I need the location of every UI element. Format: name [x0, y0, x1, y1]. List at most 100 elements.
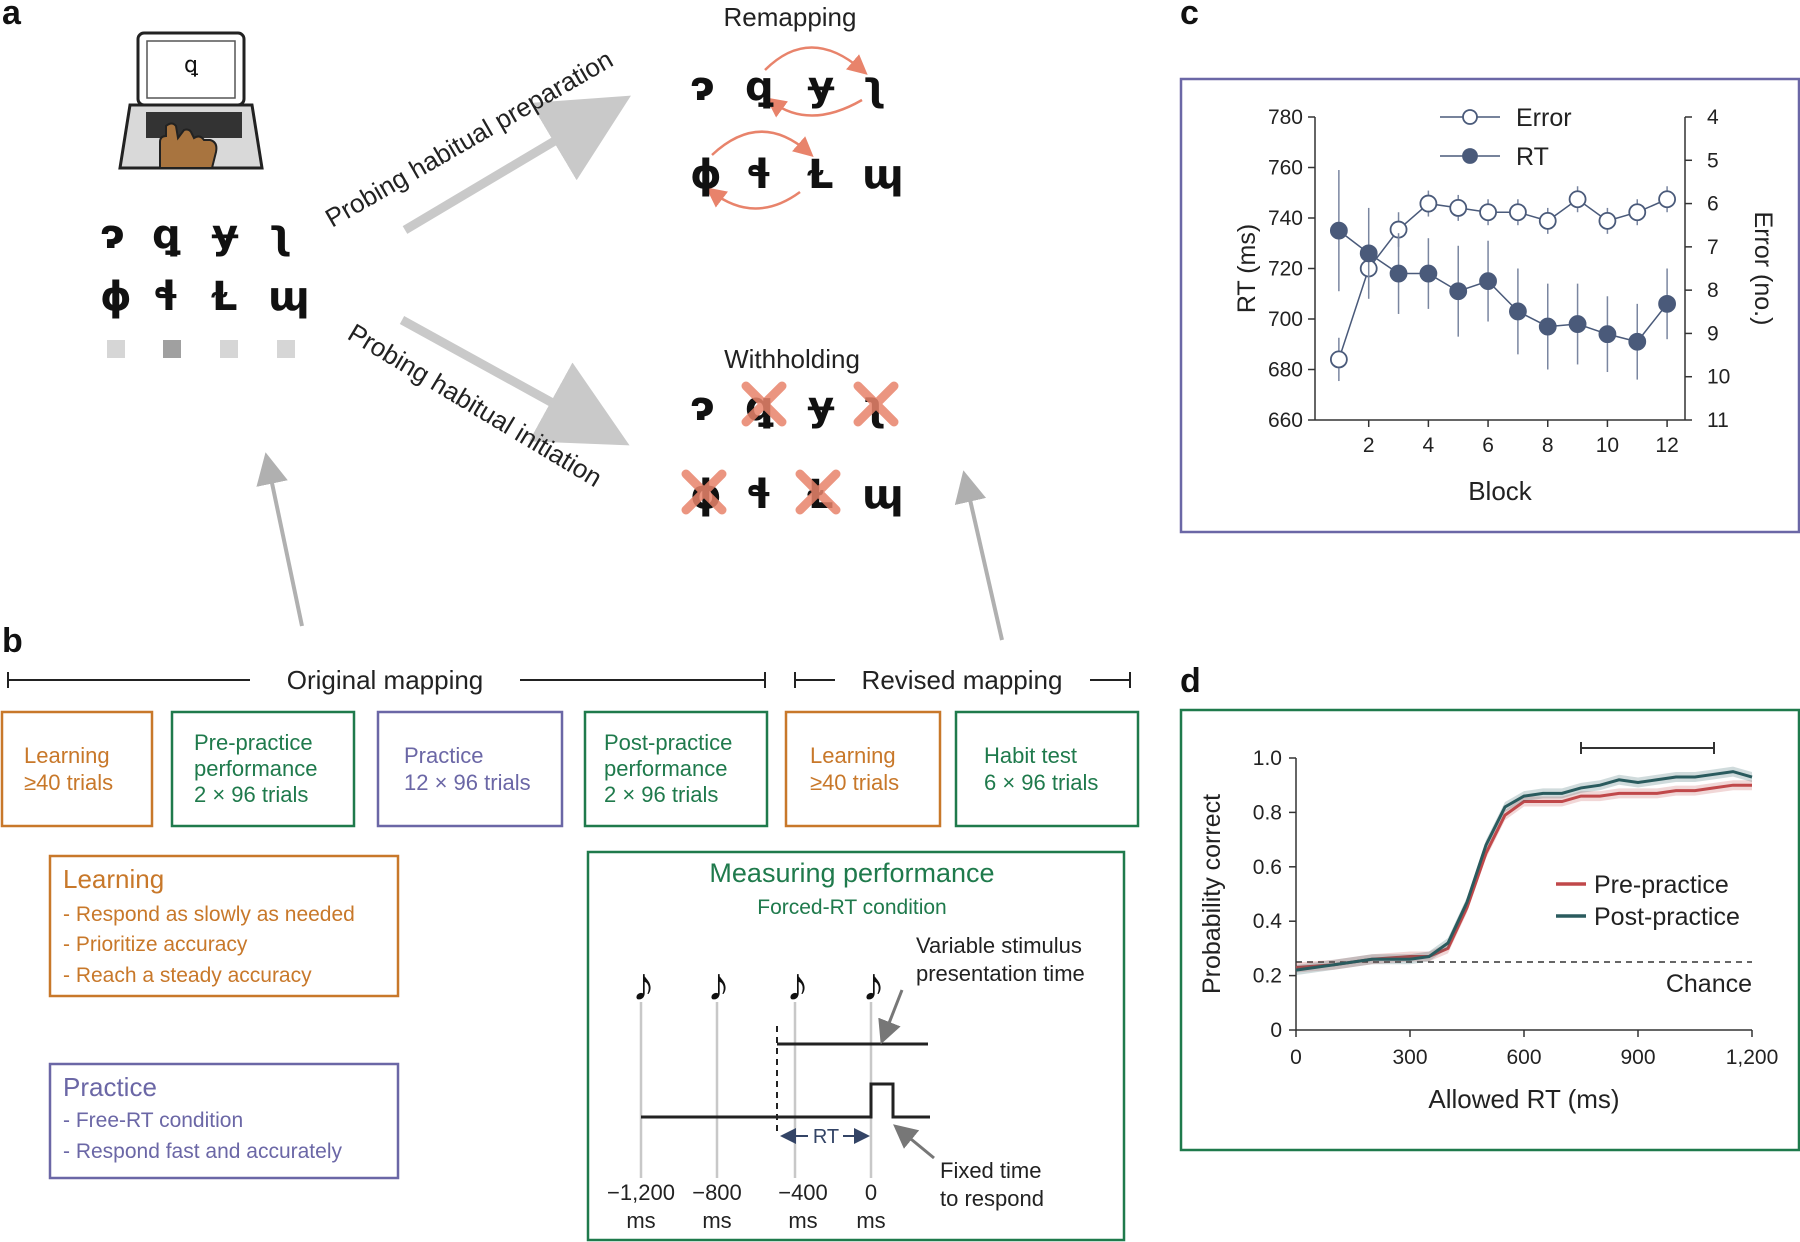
series-line-rt — [1338, 230, 1668, 343]
time-tick-label: −800 — [692, 1180, 742, 1205]
data-point-rt — [1479, 272, 1497, 291]
arrow-thin-left — [256, 452, 304, 627]
symbol-grid: ɂ ꝗ ɏ ʅ ɸ ɬ Ɫ ɰ — [100, 212, 310, 358]
phase-line: Practice — [404, 743, 483, 768]
x-tick-label: 300 — [1392, 1046, 1427, 1069]
respond-label: Fixed time — [940, 1158, 1041, 1183]
x-tick-label: 0 — [1290, 1046, 1302, 1069]
data-point-rt — [1628, 332, 1647, 351]
panel-label-b: b — [2, 622, 23, 660]
data-point-rt — [1359, 244, 1378, 263]
x-axis-title: Block — [1468, 476, 1533, 506]
y-axis-title: Probability correct — [1198, 794, 1226, 994]
legend-marker — [1462, 148, 1478, 164]
y2-tick-label: 11 — [1707, 409, 1729, 432]
symbol: ɬ — [745, 152, 773, 198]
key-square — [277, 340, 295, 358]
learning-title: Learning — [63, 864, 164, 894]
symbol: ʅ — [862, 64, 886, 110]
y2-tick-label: 4 — [1707, 106, 1719, 129]
data-point-error — [1479, 203, 1497, 222]
y-tick-label: 760 — [1268, 157, 1303, 180]
y2-tick-label: 8 — [1707, 279, 1719, 302]
respond-label: to respond — [940, 1186, 1044, 1211]
key-square — [220, 340, 238, 358]
panel-label-d: d — [1180, 662, 1201, 700]
learning-item: - Reach a steady accuracy — [63, 964, 312, 987]
respond-pointer — [893, 1124, 935, 1160]
learning-item: - Respond as slowly as needed — [63, 903, 355, 926]
stimulus-pointer — [878, 989, 904, 1045]
x-tick-label: 8 — [1542, 434, 1554, 457]
phase-line: 2 × 96 trials — [604, 782, 718, 807]
panel-b: b Original mapping Revised mapping Learn… — [0, 622, 1140, 1242]
arrow-upper — [402, 95, 631, 234]
phase-box-post-practice: Post-practice performance 2 × 96 trials — [583, 710, 769, 828]
phase-box-practice: Practice 12 × 96 trials — [376, 710, 564, 828]
data-point-rt — [1449, 282, 1468, 301]
time-axis-labels: −1,200 ms −800 ms −400 ms 0 ms — [607, 1180, 886, 1233]
y2-axis-title: Error (no.) — [1749, 212, 1777, 326]
original-mapping-label: Original mapping — [287, 665, 484, 695]
time-tick-label: −400 — [778, 1180, 828, 1205]
time-tick-label: −1,200 — [607, 1180, 675, 1205]
data-point-rt — [1419, 264, 1438, 283]
time-tick-unit: ms — [626, 1208, 655, 1233]
y2-tick-label: 6 — [1707, 193, 1719, 216]
x-tick-label: 1,200 — [1726, 1046, 1779, 1069]
revised-mapping-label: Revised mapping — [862, 665, 1063, 695]
y-tick-label: 0.2 — [1253, 965, 1282, 988]
y-tick-label: 720 — [1268, 258, 1303, 281]
x-tick-label: 4 — [1423, 434, 1435, 457]
phase-box-pre-practice: Pre-practice performance 2 × 96 trials — [170, 710, 356, 828]
withholding-group: Withholding ɂ ꝗ ɏ ʅ ɸ ɬ Ɫ ɰ — [681, 344, 904, 518]
chance-label: Chance — [1666, 970, 1752, 998]
symbol: ɏ — [807, 384, 835, 430]
data-point-error — [1419, 194, 1438, 213]
stimulus-label: presentation time — [916, 961, 1085, 986]
phase-line: Post-practice — [604, 730, 732, 755]
tick-lines — [639, 1002, 873, 1178]
x-tick-label: 12 — [1655, 434, 1678, 457]
learning-description-box: Learning - Respond as slowly as needed -… — [48, 854, 400, 998]
note-icon: ♪ — [786, 958, 809, 1010]
cross-mark — [681, 469, 727, 515]
y-tick-label: 700 — [1268, 308, 1303, 331]
remapping-group: Remapping ɂ ꝗ ɏ ʅ ɸ ɬ Ɫ ɰ — [690, 2, 904, 210]
symbol: ɰ — [862, 152, 904, 198]
y-tick-label: 780 — [1268, 106, 1303, 129]
note-icon: ♪ — [632, 958, 655, 1010]
data-point-rt — [1509, 302, 1527, 321]
y2-tick-label: 5 — [1707, 149, 1719, 172]
practice-item: - Respond fast and accurately — [63, 1140, 342, 1163]
series-line-post-practice — [1295, 770, 1753, 972]
phase-line: performance — [194, 756, 318, 781]
x-tick-label: 2 — [1363, 434, 1375, 457]
data-point-error — [1658, 190, 1676, 209]
data-point-error — [1329, 350, 1348, 369]
series-line-error — [1338, 198, 1668, 360]
symbol: ꝗ — [152, 212, 181, 258]
practice-title: Practice — [63, 1072, 157, 1102]
legend-label: Pre-practice — [1594, 871, 1729, 899]
panel-d-frame — [1179, 708, 1800, 1152]
phase-box-learning: Learning ≥40 trials — [0, 710, 154, 828]
remapping-title: Remapping — [724, 2, 857, 32]
data-point-rt — [1598, 325, 1617, 344]
rt-label: RT — [813, 1126, 839, 1148]
x-tick-label: 900 — [1620, 1046, 1655, 1069]
y2-tick-label: 9 — [1707, 322, 1719, 345]
symbol: ɂ — [690, 64, 715, 110]
symbol: ɰ — [268, 274, 310, 320]
y-tick-label: 0.4 — [1253, 910, 1283, 933]
symbol: ʅ — [268, 212, 292, 258]
data-point-error — [1449, 198, 1468, 217]
y-tick-label: 0.8 — [1253, 801, 1282, 824]
cross-mark — [741, 381, 787, 427]
phase-line: Learning — [24, 743, 110, 768]
symbol: Ɫ — [211, 274, 238, 320]
y-tick-label: 740 — [1268, 207, 1303, 230]
